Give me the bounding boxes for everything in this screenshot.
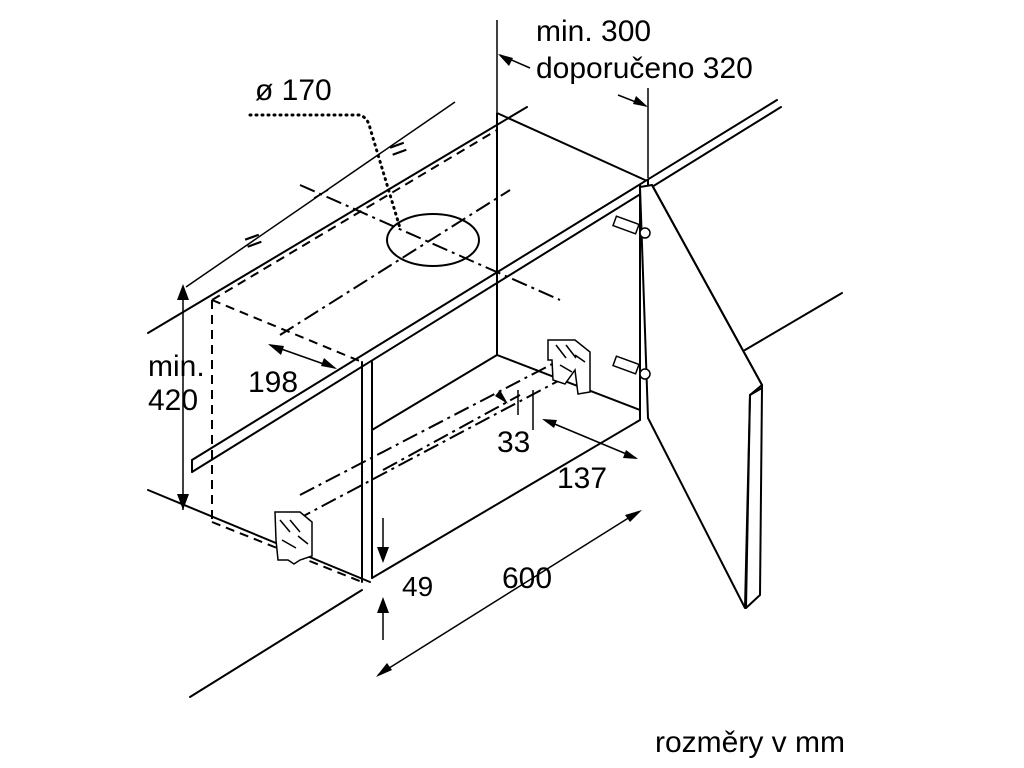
label-offset-49: 49 [402, 571, 433, 602]
label-duct-diameter: ø 170 [255, 74, 332, 107]
dimension-lines [177, 20, 649, 677]
cabinet-door [639, 184, 763, 609]
center-lines [279, 184, 561, 521]
label-height-min-2: 420 [148, 384, 198, 417]
mounting-bracket-left [274, 511, 313, 565]
dimension-labels: min. 300 doporučeno 320 ø 170 = = min. 4… [148, 15, 845, 759]
label-equal-right: = [384, 131, 412, 168]
hidden-lines [211, 113, 498, 583]
label-depth-min: min. 300 [536, 15, 651, 48]
label-equal-left: = [239, 223, 267, 260]
label-offset-137: 137 [557, 462, 607, 495]
label-offset-198: 198 [248, 366, 298, 399]
label-width-600: 600 [502, 562, 552, 595]
mounting-bracket-right [547, 339, 591, 395]
hinge-lower [612, 355, 651, 380]
hinge-upper [612, 215, 651, 239]
duct-opening [386, 213, 480, 267]
label-depth-recommended: doporučeno 320 [536, 52, 753, 85]
label-height-min-1: min. [148, 350, 205, 383]
label-units-note: rozměry v mm [655, 726, 845, 759]
diameter-leader [248, 113, 402, 230]
label-offset-33: 33 [497, 426, 530, 459]
